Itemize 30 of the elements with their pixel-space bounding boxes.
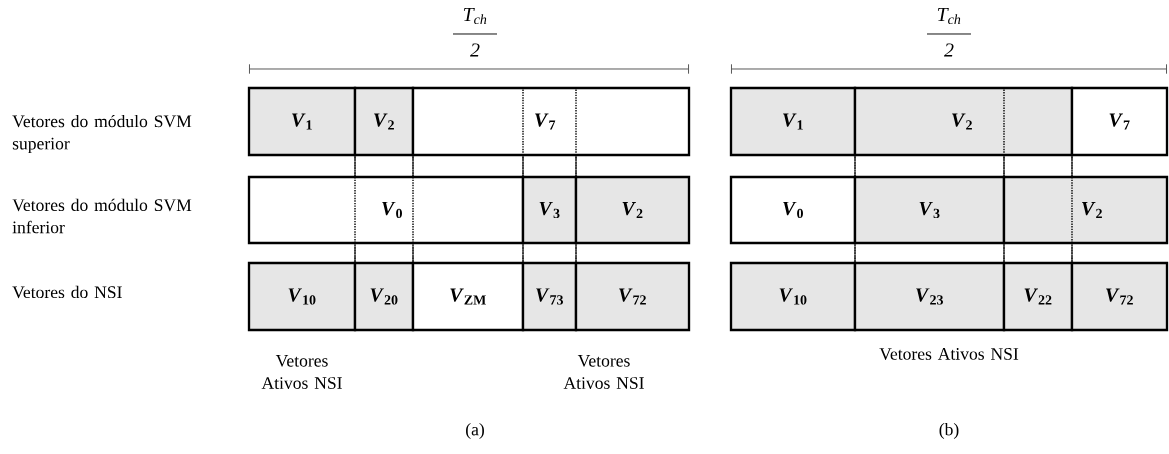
vector-cell: V$_{2}$: [853, 86, 1074, 157]
vector-cell: V$_{1}$: [247, 86, 357, 157]
fraction-denominator: 2: [944, 43, 954, 57]
fraction-denominator: 2: [470, 43, 480, 57]
panel-label: (b): [939, 423, 959, 439]
vector-cell: V$_{0}$: [247, 175, 525, 245]
group-label: Vetores Ativos NSI: [261, 355, 342, 389]
group-label: Vetores Ativos NSI: [563, 355, 644, 389]
row-label: Vetores do NSI: [12, 285, 122, 299]
vector-cell: V$_{3}$: [521, 175, 578, 245]
row-label: Vetores do módulo SVM superior: [12, 114, 192, 154]
vector-cell: V$_{3}$: [853, 175, 1006, 245]
vector-cell: V$_{ZM}$: [411, 261, 525, 332]
vector-cell: V$_{10}$: [729, 261, 857, 332]
vector-cell: V$_{73}$: [521, 261, 578, 332]
row-label: Vetores do módulo SVM inferior: [12, 198, 192, 234]
panel-label: (a): [466, 423, 484, 439]
vector-cell: V$_{2}$: [1002, 175, 1169, 245]
fraction-numerator: T$_{ch}$: [463, 7, 487, 25]
vector-cell: V$_{10}$: [247, 261, 357, 332]
vector-cell: V$_{2}$: [353, 86, 415, 157]
vector-cell: V$_{72}$: [1070, 261, 1169, 332]
vector-cell: V$_{7}$: [1070, 86, 1169, 157]
vector-cell: V$_{20}$: [353, 261, 415, 332]
group-label: Vetores Ativos NSI: [879, 348, 1019, 360]
vector-cell: V$_{0}$: [729, 175, 857, 245]
fraction-numerator: T$_{ch}$: [937, 7, 961, 25]
vector-cell: V$_{7}$: [411, 86, 691, 157]
vector-cell: V$_{22}$: [1002, 261, 1074, 332]
vector-cell: V$_{1}$: [729, 86, 857, 157]
